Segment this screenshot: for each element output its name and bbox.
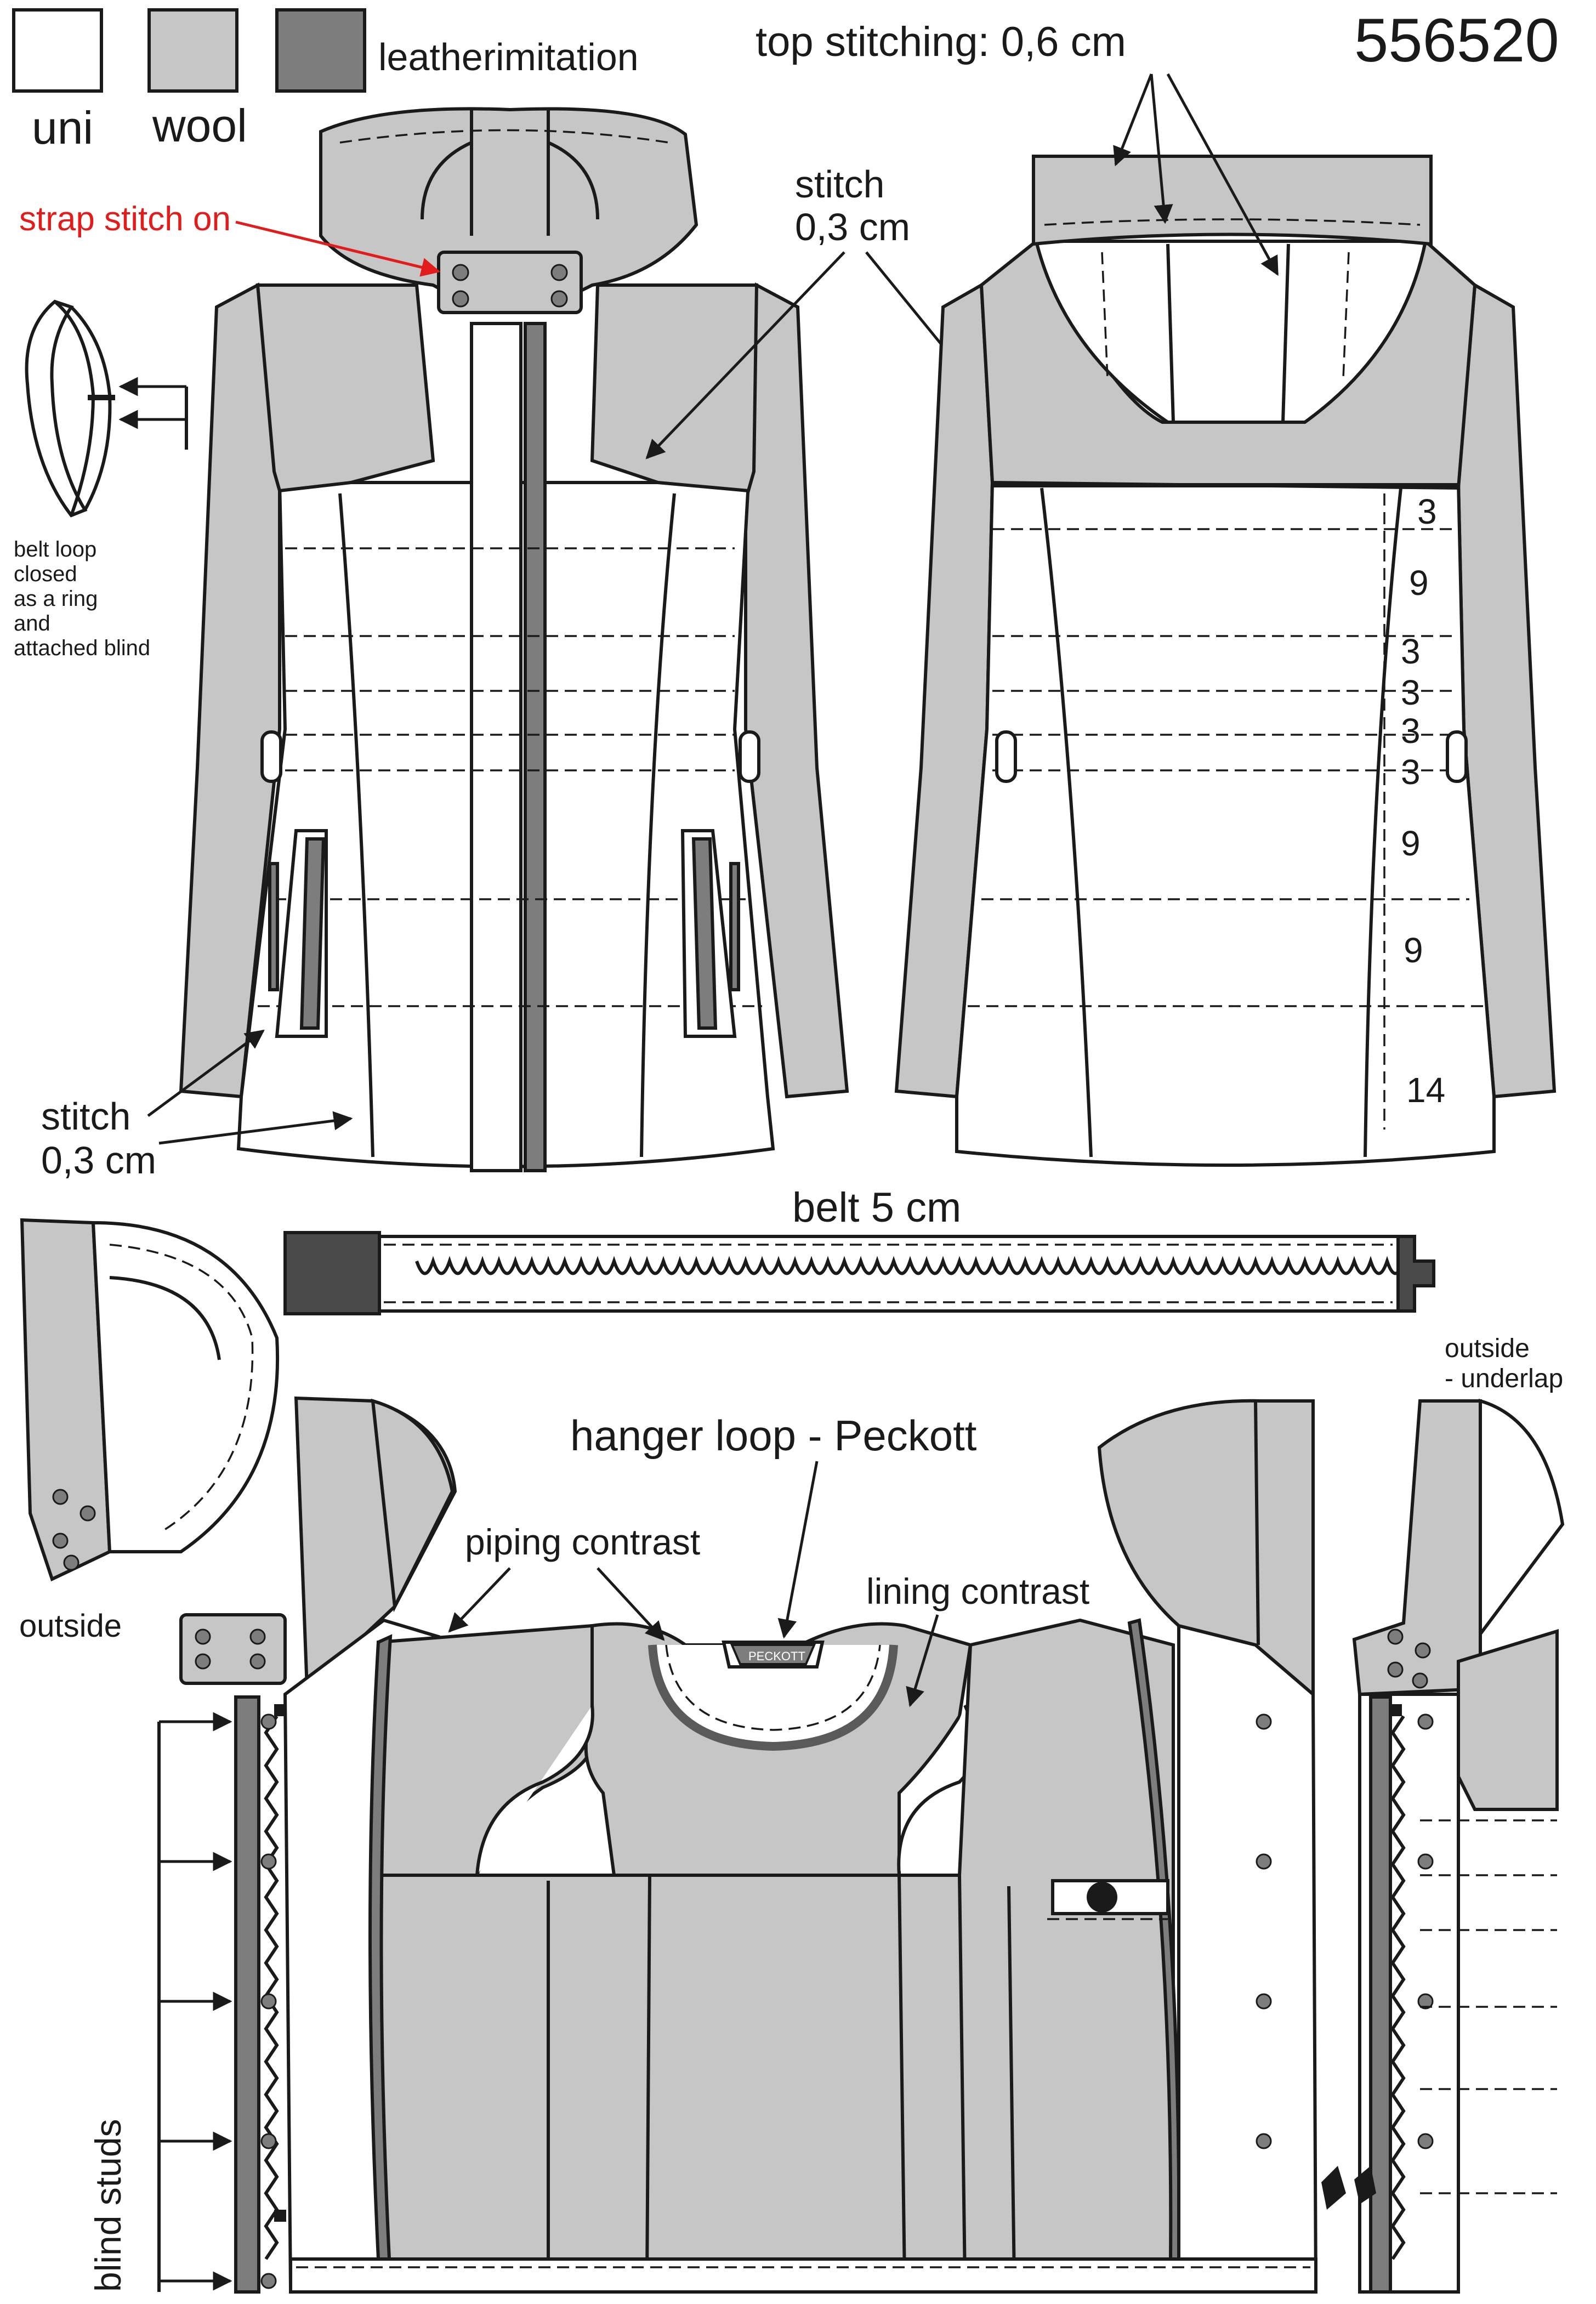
- piping-contrast-label: piping contrast: [465, 1522, 700, 1562]
- belt: [283, 1231, 1435, 1315]
- legend-label-uni: uni: [32, 102, 93, 154]
- measure-3-d: 3: [1401, 711, 1421, 751]
- belt-loop-label-line3: as a ring: [14, 587, 98, 611]
- belt-loop-label-line2: closed: [14, 562, 77, 586]
- legend-swatch-uni: [12, 8, 103, 93]
- front-view: [179, 107, 849, 1172]
- strap-stitch-label: strap stitch on: [19, 200, 231, 238]
- stitch-right-label-line1: stitch: [795, 163, 884, 206]
- legend: uni wool leatherimitation: [12, 8, 639, 154]
- measure-9-a: 9: [1409, 563, 1429, 603]
- legend-swatch-wool: [147, 8, 238, 93]
- front-yoke-right: [590, 283, 759, 493]
- lining-contrast-label: lining contrast: [866, 1571, 1089, 1611]
- measure-9-c: 9: [1404, 930, 1423, 970]
- front-right-sleeve: [744, 282, 849, 1099]
- legend-label-leather: leatherimitation: [378, 36, 639, 78]
- belt-loop-label-line5: attached blind: [14, 636, 150, 660]
- measure-3-b: 3: [1401, 632, 1421, 671]
- measure-3-e: 3: [1401, 752, 1421, 792]
- belt-loop-label-line1: belt loop: [14, 537, 96, 561]
- blind-studs-label: blind studs: [88, 2119, 128, 2292]
- front-placket: [470, 322, 522, 1172]
- measure-9-b: 9: [1401, 824, 1421, 863]
- stitch-left-label-line1: stitch: [41, 1095, 130, 1138]
- belt-label: belt 5 cm: [792, 1184, 961, 1231]
- front-hood: [319, 107, 698, 309]
- legend-label-wool: wool: [152, 100, 247, 151]
- model-number: 556520: [1354, 6, 1559, 75]
- belt-loop-label-line4: and: [14, 611, 50, 635]
- outside-label: outside: [19, 1608, 122, 1644]
- measure-3-c: 3: [1401, 673, 1421, 712]
- hanger-loop-tag: PECKOTT: [748, 1649, 805, 1663]
- hanger-loop-label: hanger loop - Peckott: [570, 1411, 977, 1460]
- outside-underlap-label-line1: outside: [1445, 1334, 1530, 1363]
- front-zipper-leather: [524, 322, 547, 1172]
- outside-underlap-label-line2: - underlap: [1445, 1364, 1563, 1393]
- back-hood: [1034, 240, 1428, 424]
- stitch-left-label-line2: 0,3 cm: [41, 1139, 156, 1182]
- measure-14: 14: [1406, 1070, 1445, 1110]
- front-yoke-left: [255, 283, 435, 493]
- measure-3-a: 3: [1417, 492, 1437, 531]
- belt-loop-detail: [25, 299, 188, 518]
- stitch-right-label-line2: 0,3 cm: [795, 206, 910, 248]
- legend-swatch-leather: [275, 8, 366, 93]
- back-view: [894, 155, 1557, 1167]
- collar-strap: [437, 251, 583, 314]
- back-body: [955, 481, 1496, 1167]
- top-stitching-label: top stitching: 0,6 cm: [756, 19, 1126, 65]
- back-hood-band: [1032, 155, 1433, 246]
- hood-detail-outside: [20, 1218, 280, 1582]
- inside-view: PECKOTT: [179, 1396, 1565, 2294]
